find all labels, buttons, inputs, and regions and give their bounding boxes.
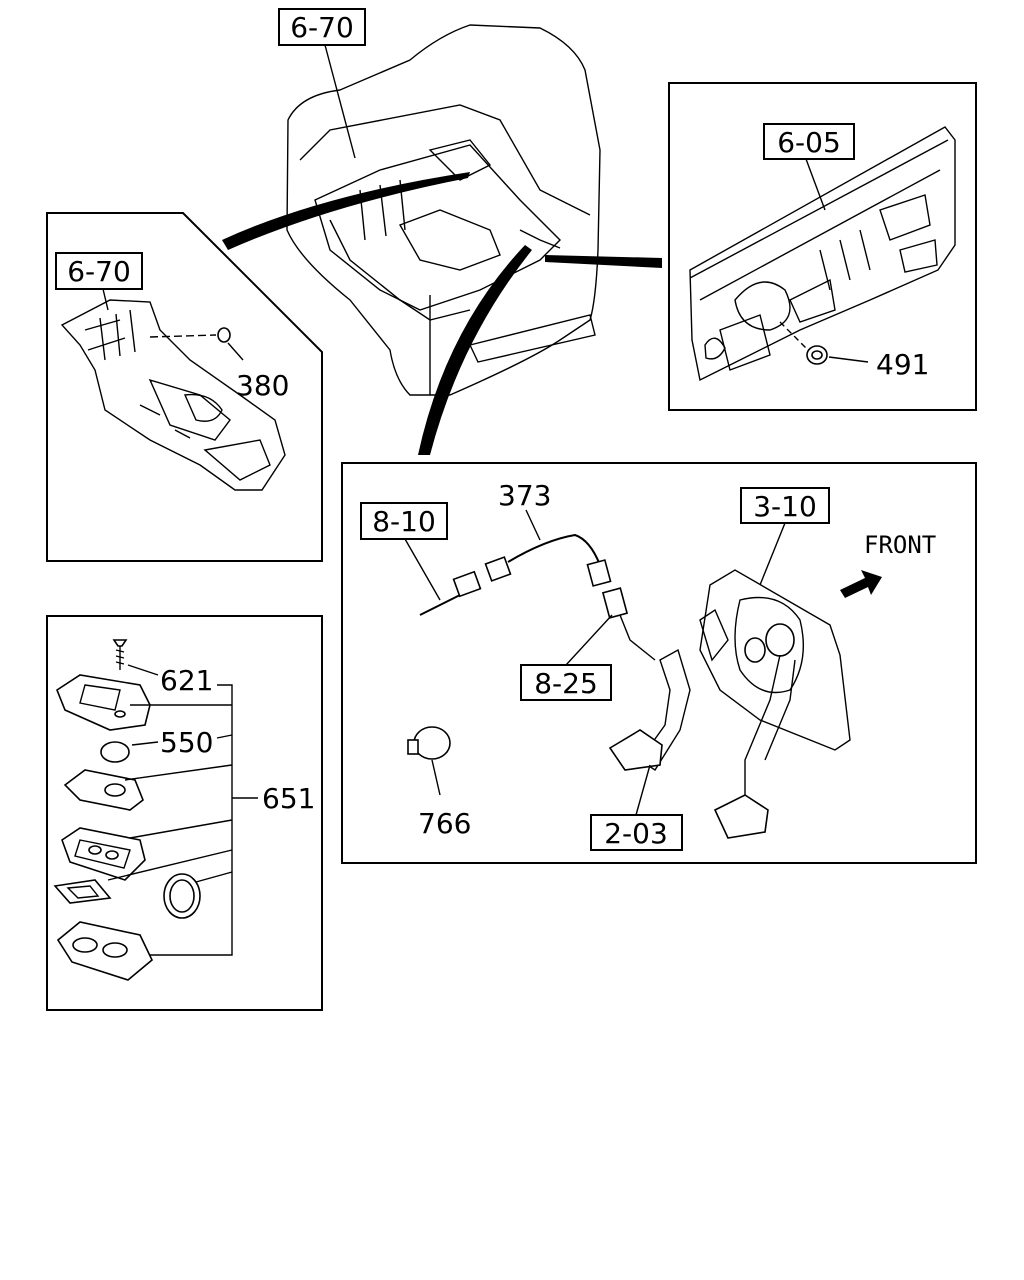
- svg-text:3-10: 3-10: [753, 490, 817, 523]
- cab-overview: [222, 24, 662, 455]
- svg-text:8-25: 8-25: [534, 667, 598, 700]
- part-621: 621: [160, 664, 213, 697]
- svg-text:2-03: 2-03: [604, 817, 668, 850]
- ref-floor-top: 6-70: [278, 8, 366, 159]
- svg-text:8-10: 8-10: [372, 505, 436, 538]
- part-380: 380: [236, 369, 289, 402]
- front-arrow-icon: [840, 570, 882, 598]
- svg-text:6-05: 6-05: [777, 126, 841, 159]
- svg-text:6-70: 6-70: [67, 255, 131, 288]
- pedal-assembly-inset: 8-10 373 8-25 3-10 2-03: [341, 462, 977, 864]
- front-label: FRONT: [864, 531, 936, 559]
- floor-inset-panel: 6-70 380: [46, 212, 323, 562]
- part-766: 766: [418, 807, 471, 840]
- console-parts-inset: 621 550 651: [46, 615, 323, 1011]
- dash-panel-inset: 6-05 491: [668, 82, 977, 411]
- svg-text:6-70: 6-70: [290, 11, 354, 44]
- part-651: 651: [262, 782, 315, 815]
- part-550: 550: [160, 726, 213, 759]
- part-491: 491: [876, 348, 929, 381]
- part-373: 373: [498, 479, 551, 512]
